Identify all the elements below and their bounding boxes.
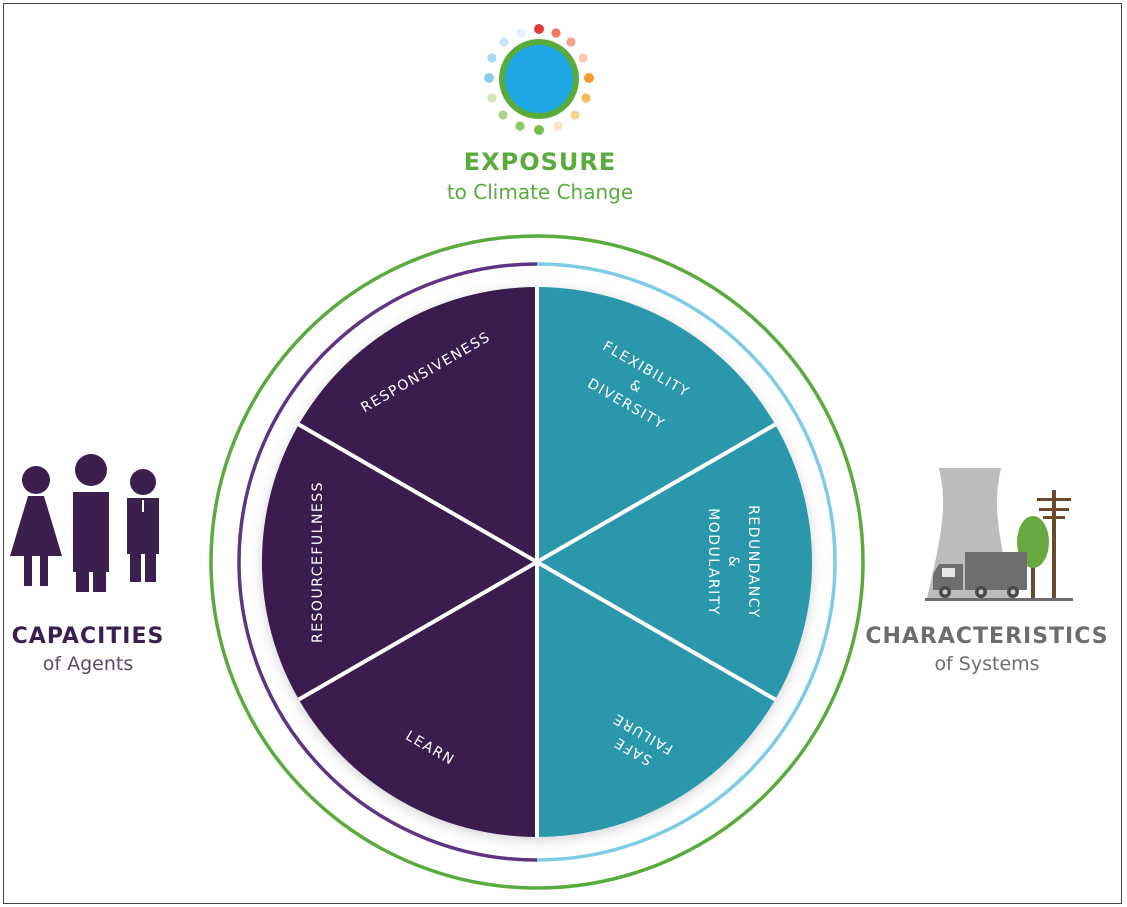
segment-flexibility	[537, 287, 776, 562]
segment-safe-failure	[537, 562, 776, 837]
label-redundancy-line2: &	[725, 556, 741, 568]
agents-ring	[237, 262, 538, 862]
label-redundancy-line1: REDUNDANCY	[745, 505, 761, 619]
exposure-heading: EXPOSURE to Climate Change	[380, 148, 700, 204]
segment-redundancy	[537, 424, 813, 700]
characteristics-title: CHARACTERISTICS	[865, 624, 1109, 649]
label-redundancy-line3: MODULARITY	[705, 508, 721, 616]
exposure-ring	[209, 234, 865, 890]
figure-frame	[3, 3, 1122, 904]
segment-dividers	[297, 287, 777, 837]
capacities-subtitle: of Agents	[42, 653, 134, 675]
globe-icon	[484, 24, 594, 135]
segment-resourcefulness	[261, 424, 537, 700]
people-icon	[10, 454, 159, 592]
segment-learn	[298, 562, 537, 837]
capacities-heading: CAPACITIES of Agents	[0, 624, 176, 675]
characteristics-subtitle: of Systems	[934, 653, 1040, 675]
systems-ring	[536, 262, 837, 862]
segment-responsiveness	[298, 287, 537, 562]
capacities-title: CAPACITIES	[11, 624, 165, 649]
globe-dots	[484, 24, 594, 135]
exposure-title: EXPOSURE	[463, 148, 617, 176]
exposure-subtitle: to Climate Change	[446, 180, 634, 204]
infrastructure-icon	[925, 468, 1073, 601]
characteristics-heading: CHARACTERISTICS of Systems	[858, 624, 1116, 675]
label-resourcefulness: RESOURCEFULNESS	[310, 481, 326, 643]
